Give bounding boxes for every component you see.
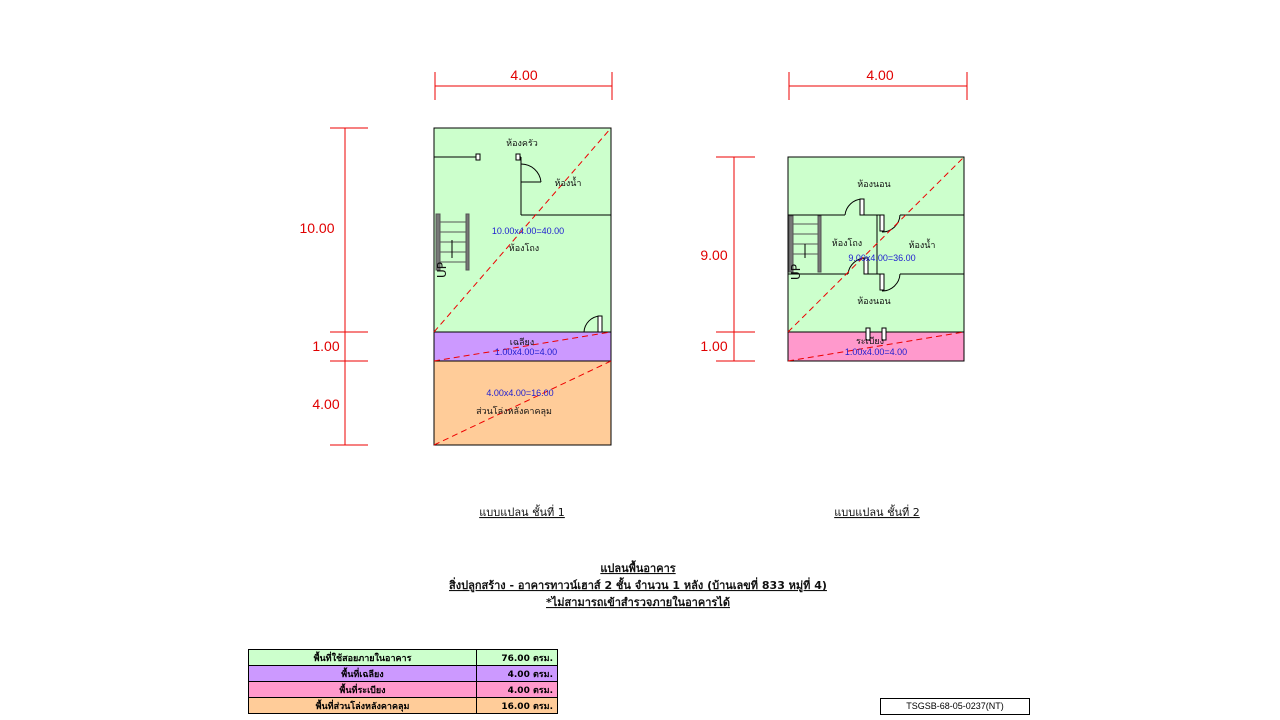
room-hall-2: ห้องโถง: [832, 238, 862, 249]
room-balcony: ระเบียง: [856, 336, 884, 347]
floor-1-title: แบบแปลน ชั้นที่ 1: [479, 504, 565, 519]
area-floor-2-main: 9.00x4.00=36.00: [848, 253, 915, 263]
legend-value: 4.00 ตรม.: [476, 681, 558, 698]
legend-label: พื้นที่ใช้สอยภายในอาคาร: [248, 649, 477, 666]
area-porch: 1.00x4.00=4.00: [495, 347, 557, 357]
room-bedroom-1: ห้องนอน: [857, 179, 890, 190]
legend-label: พื้นที่ระเบียง: [248, 681, 477, 698]
floor-1-stair-label: UP: [435, 262, 449, 278]
floor-1-covered-area: [433, 360, 612, 446]
floor-2-title: แบบแปลน ชั้นที่ 2: [834, 504, 920, 519]
heading-subtitle: สิ่งปลูกสร้าง - อาคารทาวน์เฮาส์ 2 ชั้น จ…: [449, 577, 827, 593]
room-covered: ส่วนโล่งหลังคาคลุม: [476, 406, 552, 417]
legend-value: 76.00 ตรม.: [476, 649, 558, 666]
floor-2-plan: UP ห้องนอน ห้องโถง ห้องน้ำ 9.00x4.00=36.…: [700, 67, 968, 519]
legend-label: พื้นที่เฉลียง: [248, 665, 477, 682]
floor-2-diagonals: [787, 156, 965, 362]
area-floor-1-main: 10.00x4.00=40.00: [492, 226, 564, 236]
room-bathroom-2: ห้องน้ำ: [909, 238, 936, 251]
room-bedroom-2: ห้องนอน: [857, 296, 890, 307]
document-code: TSGSB-68-05-0237(NT): [880, 698, 1030, 715]
room-bathroom: ห้องน้ำ: [555, 176, 582, 189]
floor-1-porch-area: [433, 331, 612, 362]
heading-title: แปลนพื้นอาคาร: [600, 560, 675, 575]
floor-2-dim-balcony: 1.00: [700, 338, 727, 354]
area-balcony: 1.00x4.00=4.00: [845, 347, 907, 357]
floor-1-diagonals: [433, 127, 612, 446]
legend-value: 16.00 ตรม.: [476, 697, 558, 714]
heading-note: *ไม่สามารถเข้าสำรวจภายในอาคารได้: [546, 595, 730, 609]
room-kitchen: ห้องครัว: [506, 138, 538, 149]
floor-1-dim-porch: 1.00: [312, 338, 339, 354]
floor-2-width-dim: 4.00: [866, 67, 893, 83]
floor-1-plan: UP ห้องครัว ห้องน้ำ 10.00x4.00=40.00 ห้อ…: [299, 67, 613, 519]
floor-1-stairs: [435, 213, 470, 271]
floor-2-balcony-area: [787, 331, 965, 362]
room-hall: ห้องโถง: [509, 243, 539, 254]
legend-label: พื้นที่ส่วนโล่งหลังคาคลุม: [248, 697, 477, 714]
floor-1-dim-main: 10.00: [299, 220, 334, 236]
floor-2-stair-label: UP: [789, 264, 803, 280]
floor-1-dim-covered: 4.00: [312, 396, 339, 412]
area-covered: 4.00x4.00=16.00: [486, 388, 553, 398]
legend-value: 4.00 ตรม.: [476, 665, 558, 682]
floor-2-dim-main: 9.00: [700, 247, 727, 263]
floor-1-width-dim: 4.00: [510, 67, 537, 83]
floor-2-stairs: [788, 215, 822, 273]
floor-1-walls: [434, 153, 611, 333]
room-porch: เฉลียง: [510, 337, 534, 348]
floor-2-dimensions: [716, 72, 968, 362]
floor-2-walls: [788, 198, 964, 341]
floor-1-dimensions: [330, 72, 613, 446]
